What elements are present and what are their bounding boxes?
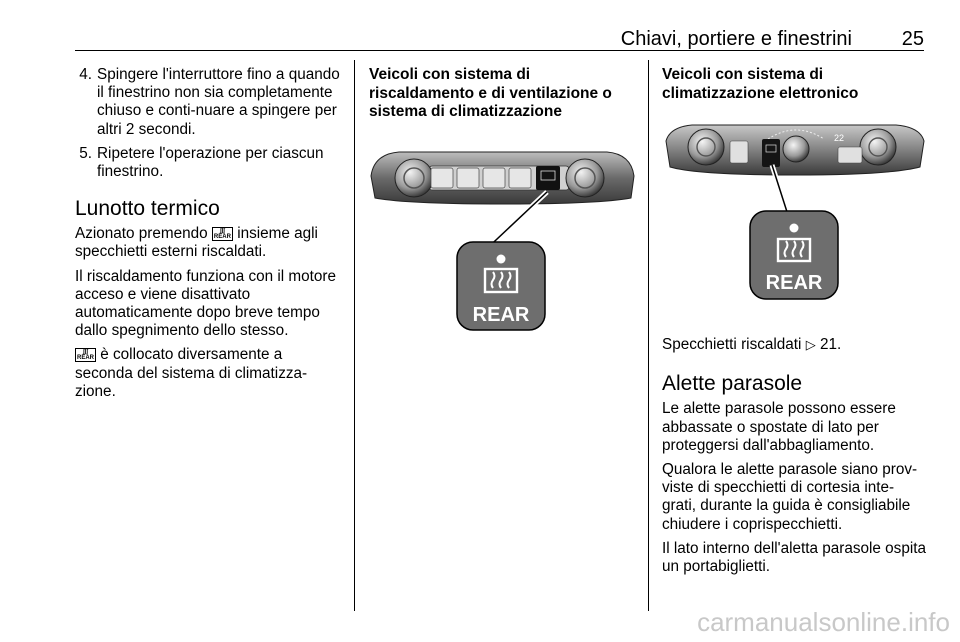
climate-panel-illustration: REAR (370, 151, 635, 331)
list-item: 5. Ripetere l'operazione per ciascun fin… (75, 145, 343, 181)
text-run: Azionato premendo (75, 225, 208, 243)
page-header-title: Chiavi, portiere e finestrini (620, 28, 852, 50)
text-run: Specchietti riscaldati (662, 336, 802, 354)
paragraph: ∫∫∫REAR è collocato diversamente a secon… (75, 346, 343, 401)
list-text: Spingere l'interruttore fino a quando il… (97, 66, 340, 138)
paragraph: Qualora le alette parasole siano prov-vi… (662, 461, 918, 533)
paragraph: Le alette parasole possono essere abbass… (662, 400, 896, 454)
text-run: è collocato diversamente a seconda del s… (75, 346, 308, 400)
list-number: 5. (79, 144, 92, 162)
paragraph: Azionato premendo ∫∫∫REAR insieme agli s… (75, 225, 343, 261)
paragraph: Specchietti riscaldati ▷ 21. (662, 336, 926, 354)
section-heading: Alette parasole (662, 372, 803, 396)
list-item: 4. Spingere l'interruttore fino a quando… (75, 66, 343, 139)
list-number: 4. (79, 66, 92, 83)
column-divider (354, 60, 355, 611)
paragraph: Il riscaldamento funziona con il motore … (75, 267, 337, 340)
figure-climate-panel: REAR (369, 142, 637, 362)
subheading: Veicoli con sistema di riscaldamento e d… (369, 66, 612, 120)
rear-button-label: REAR (473, 304, 530, 326)
section-heading: Lunotto termico (75, 197, 220, 221)
subheading: Veicoli con sistema di climatizzazione e… (662, 66, 859, 102)
panel-temp-readout: 22 (834, 133, 844, 143)
header-rule (75, 50, 924, 51)
column-2: Veicoli con sistema di riscaldamento e d… (369, 66, 637, 362)
column-3: Veicoli con sistema di climatizzazione e… (662, 66, 926, 582)
text-run: 21. (819, 336, 842, 354)
text-run: insieme agli specchietti esterni riscald… (75, 225, 318, 261)
column-1: 4. Spingere l'interruttore fino a quando… (75, 66, 343, 407)
rear-defrost-icon: ∫∫∫REAR (211, 227, 233, 242)
page-number: 25 (901, 28, 924, 50)
page-reference-icon: ▷ (805, 337, 816, 353)
watermark: carmanualsonline.info (697, 607, 950, 637)
paragraph: Il lato interno dell'aletta parasole osp… (662, 539, 926, 576)
rear-button-label: REAR (766, 272, 823, 294)
column-divider (648, 60, 649, 611)
list-text: Ripetere l'operazione per ciascun finest… (97, 144, 324, 181)
electronic-climate-panel-illustration: 22 REAR (665, 124, 925, 300)
figure-electronic-climate-panel: 22 REAR (662, 123, 926, 328)
rear-defrost-icon: ∫∫∫REAR (75, 348, 97, 363)
